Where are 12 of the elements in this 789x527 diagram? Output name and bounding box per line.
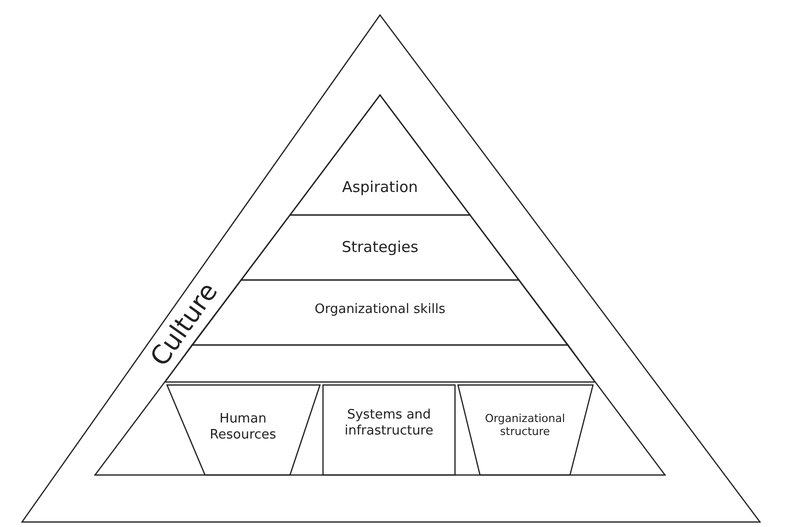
- block-label: Organizational structure: [484, 412, 566, 438]
- rectangle-block: [323, 385, 455, 475]
- pyramid-layer: [290, 95, 470, 215]
- layer-label: Strategies: [340, 238, 420, 256]
- trapezoid-block: [458, 385, 593, 475]
- trapezoid-block: [167, 385, 320, 475]
- pyramid-layer: [241, 215, 519, 280]
- layer-label: Aspiration: [341, 178, 419, 196]
- inner-pyramid: [95, 95, 665, 475]
- block-label: Human Resources: [208, 411, 278, 443]
- layer-label: Organizational skills: [314, 302, 446, 318]
- block-label: Systems and infrastructure: [344, 407, 434, 439]
